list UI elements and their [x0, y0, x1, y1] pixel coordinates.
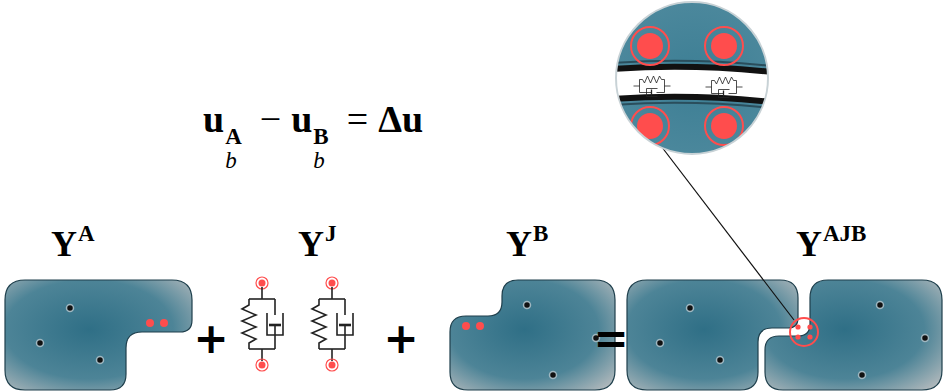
displacement-symbol: u	[291, 98, 312, 140]
component-node: YA	[5, 226, 195, 390]
admittance-heading: YJ	[298, 226, 355, 262]
admittance-heading: YB	[506, 226, 616, 262]
superscript-label: A	[225, 125, 242, 149]
admittance-heading: YAJB	[796, 226, 942, 262]
compatibility-equation: uAb−uBb=Δu	[203, 100, 423, 173]
index-stack: Ab	[225, 125, 242, 173]
matrix-superscript: AJB	[823, 221, 866, 246]
matrix-symbol: Y	[796, 224, 822, 264]
matrix-superscript: J	[325, 221, 337, 246]
equation-operator: =	[347, 98, 368, 140]
component-node: YJ	[240, 226, 355, 390]
index-stack: Bb	[313, 125, 328, 173]
matrix-symbol: Y	[51, 224, 77, 264]
component-node: YB	[448, 226, 616, 390]
subscript-label: b	[225, 149, 242, 173]
matrix-superscript: A	[78, 221, 95, 246]
displacement-symbol: Δu	[378, 98, 423, 140]
assembly-operator: +	[193, 318, 228, 360]
superscript-label: B	[313, 125, 328, 149]
assembly-operator: +	[383, 318, 418, 360]
admittance-heading: YA	[51, 226, 195, 262]
component-node: YAJB	[626, 226, 942, 390]
displacement-symbol: u	[203, 98, 224, 140]
matrix-symbol: Y	[298, 224, 324, 264]
matrix-symbol: Y	[506, 224, 532, 264]
matrix-superscript: B	[533, 221, 548, 246]
assembly-operator: =	[593, 318, 628, 360]
subscript-label: b	[313, 149, 328, 173]
equation-operator: −	[260, 98, 281, 140]
